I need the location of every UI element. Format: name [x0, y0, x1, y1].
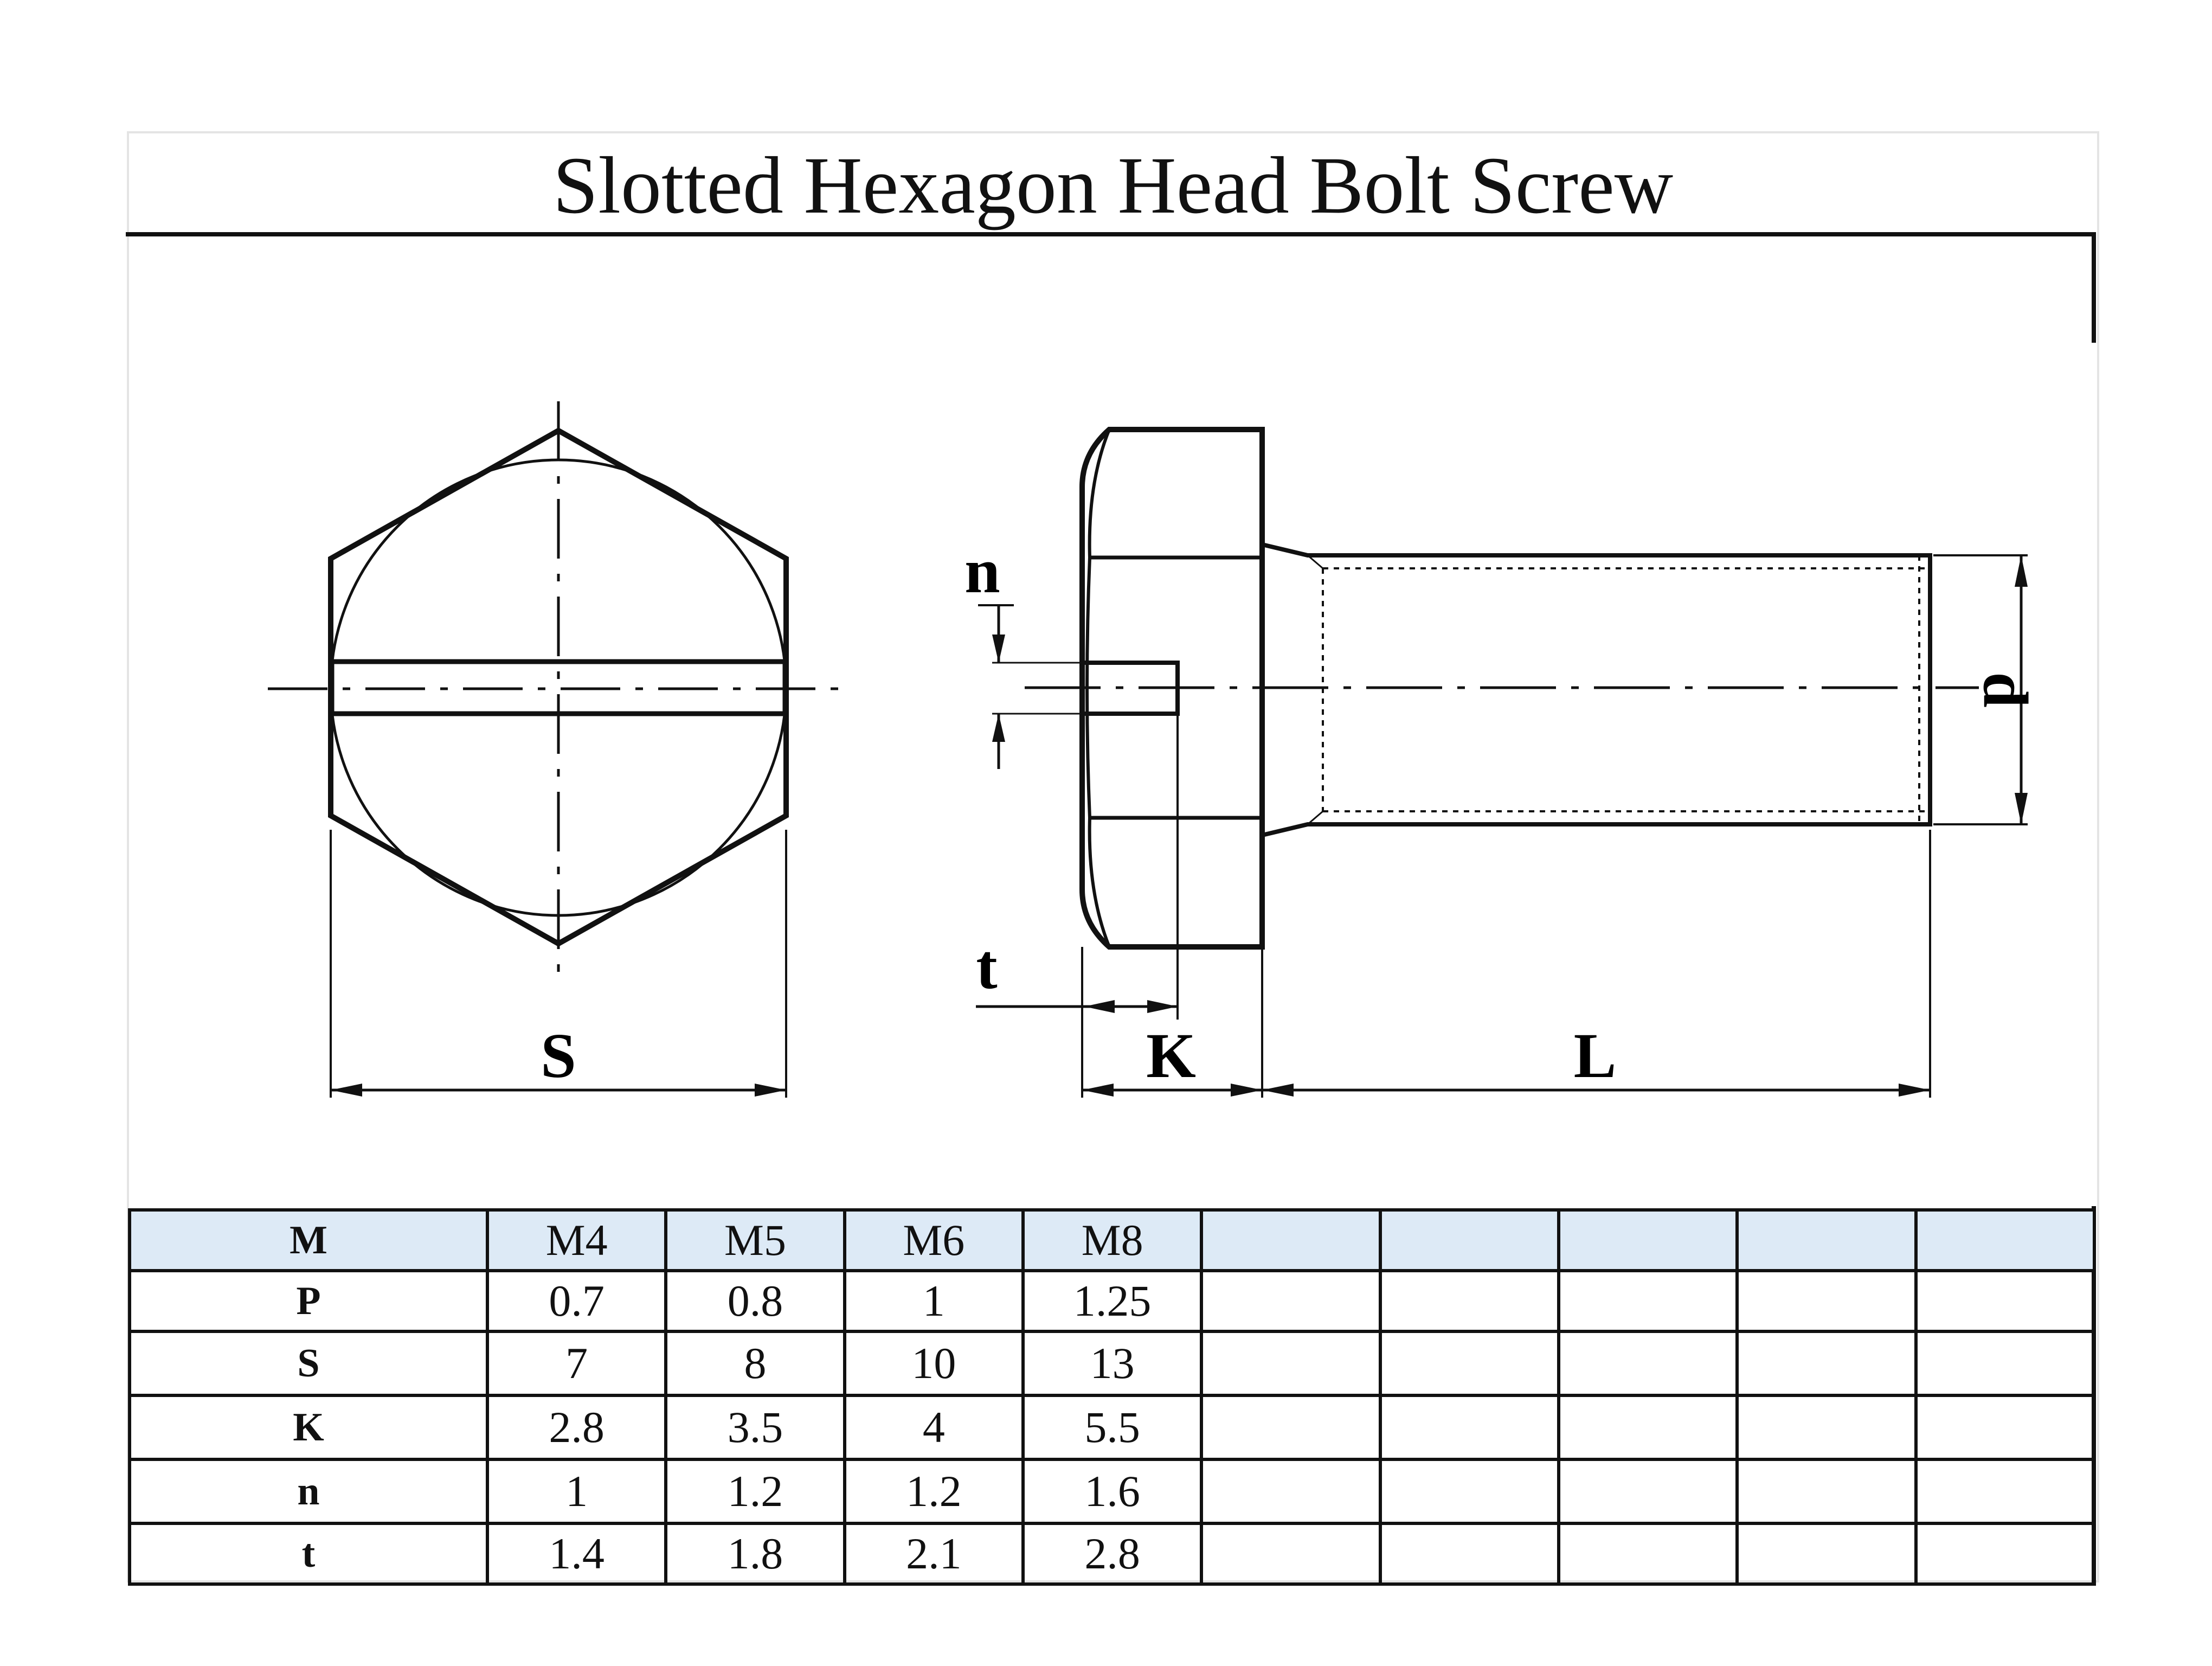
label-L: L [1574, 1020, 1617, 1091]
table-cell [1378, 1394, 1560, 1461]
table-cell [1557, 1330, 1739, 1397]
table-cell [1914, 1394, 2097, 1461]
table-cell [1735, 1269, 1918, 1333]
table-cell: 10 [843, 1330, 1025, 1397]
row-label: K [128, 1394, 489, 1461]
table-cell [1735, 1458, 1918, 1525]
label-t: t [976, 931, 997, 1002]
table-cell: 1.6 [1021, 1458, 1204, 1525]
table-cell: 7 [485, 1330, 668, 1397]
table-cell: 1.2 [843, 1458, 1025, 1525]
table-cell: 3.5 [664, 1394, 846, 1461]
label-S: S [541, 1020, 576, 1091]
row-label: t [128, 1522, 489, 1586]
table-cell [1200, 1522, 1382, 1586]
table-cell: 13 [1021, 1330, 1204, 1397]
table-cell: 2.8 [1021, 1522, 1204, 1586]
table-cell [1914, 1330, 2097, 1397]
shank-outline [1262, 542, 1932, 837]
label-n: n [964, 535, 1000, 606]
table-cell: 1.25 [1021, 1269, 1204, 1333]
table-cell: 1.2 [664, 1458, 846, 1525]
row-label: M [128, 1208, 489, 1272]
table-cell: 5.5 [1021, 1394, 1204, 1461]
table-cell [1735, 1208, 1918, 1272]
table-cell: M5 [664, 1208, 846, 1272]
label-K: K [1146, 1020, 1196, 1091]
table-cell [1378, 1330, 1560, 1397]
front-view [268, 401, 849, 1098]
table-cell [1557, 1394, 1739, 1461]
table-cell [1914, 1522, 2097, 1586]
table-cell [1200, 1330, 1382, 1397]
table-cell [1914, 1458, 2097, 1525]
row-label: S [128, 1330, 489, 1397]
table-cell: 0.7 [485, 1269, 668, 1333]
table-cell [1557, 1458, 1739, 1525]
head-profile [1079, 427, 1265, 950]
table-cell [1200, 1394, 1382, 1461]
table-cell [1735, 1522, 1918, 1586]
table-cell [1557, 1208, 1739, 1272]
table-cell: M4 [485, 1208, 668, 1272]
table-cell: 1 [485, 1458, 668, 1525]
row-label: P [128, 1269, 489, 1333]
table-cell [1200, 1458, 1382, 1525]
table-cell: 0.8 [664, 1269, 846, 1333]
table-cell [1200, 1269, 1382, 1333]
table-cell [1378, 1269, 1560, 1333]
table-cell [1557, 1269, 1739, 1333]
table-cell [1378, 1208, 1560, 1272]
label-d: d [1970, 672, 2041, 708]
table-cell: 2.8 [485, 1394, 668, 1461]
table-cell [1735, 1330, 1918, 1397]
table-cell: 2.1 [843, 1522, 1025, 1586]
table-cell [1735, 1394, 1918, 1461]
table-cell [1378, 1458, 1560, 1525]
table-cell [1557, 1522, 1739, 1586]
side-view [976, 427, 2028, 1098]
page-title: Slotted Hexagon Head Bolt Screw [552, 140, 1674, 230]
table-cell: M8 [1021, 1208, 1204, 1272]
table-cell: M6 [843, 1208, 1025, 1272]
table-cell: 1.4 [485, 1522, 668, 1586]
row-label: n [128, 1458, 489, 1525]
table-cell: 1.8 [664, 1522, 846, 1586]
table-cell [1378, 1522, 1560, 1586]
table-cell: 4 [843, 1394, 1025, 1461]
table-cell [1200, 1208, 1382, 1272]
table-cell [1914, 1208, 2097, 1272]
table-cell [1914, 1269, 2097, 1333]
table-cell: 8 [664, 1330, 846, 1397]
table-cell: 1 [843, 1269, 1025, 1333]
